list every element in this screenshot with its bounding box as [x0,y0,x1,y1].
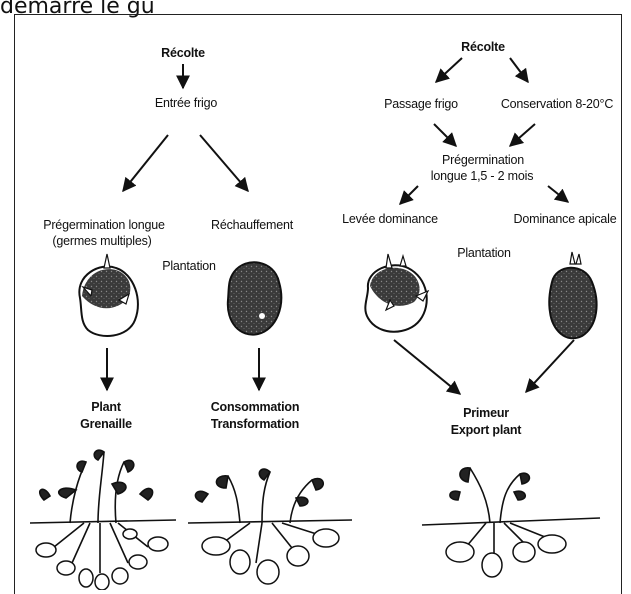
right-planting-label: Plantation [457,246,511,260]
seed-title-label: Plant [91,400,121,414]
plant-consumption-tubers [202,529,339,584]
right-presprout-label: Prégermination [442,153,524,167]
right-presprout-duration-label: longue 1,5 - 2 mois [431,169,534,183]
arrow-cold-to-warming [200,135,248,191]
arrow-harvest-to-storage [510,58,528,82]
left-warming-label: Réchauffement [211,218,293,232]
arrow-coldpass-to-presprout [434,124,456,146]
arrow-presprout-to-lift [400,186,418,204]
right-apical-label: Dominance apicale [514,212,617,226]
plant-seed-tubers [36,529,168,590]
early-label: Primeur [463,406,509,420]
plant-early-tubers [446,535,566,577]
left-long-sprout-label: Prégermination longue [43,218,165,232]
arrow-cold-to-long [123,135,168,191]
consumption-label: Consommation [211,400,300,414]
arrow-presprout-to-apical [548,186,568,202]
tuber-long-sprouted [79,254,138,336]
left-multi-sprouts-label: (germes multiples) [52,234,151,248]
tuber-dominance-lift [365,254,428,332]
right-cold-pass-label: Passage frigo [384,97,458,111]
arrow-lift-to-early [394,340,460,394]
tuber-warmed [228,262,281,334]
arrow-harvest-to-cold-pass [436,58,462,82]
right-harvest-label: Récolte [461,40,505,54]
seed-sub-label: Grenaille [80,417,132,431]
left-harvest-label: Récolte [161,46,205,60]
left-cold-store-label: Entrée frigo [155,96,217,110]
export-label: Export plant [451,423,522,437]
tuber-apical [549,252,596,338]
right-dominance-lift-label: Levée dominance [342,212,438,226]
arrow-apical-to-early [526,340,574,392]
left-planting-label: Plantation [162,259,216,273]
processing-label: Transformation [211,417,299,431]
right-storage-label: Conservation 8-20°C [501,97,613,111]
arrow-storage-to-presprout [510,124,535,146]
